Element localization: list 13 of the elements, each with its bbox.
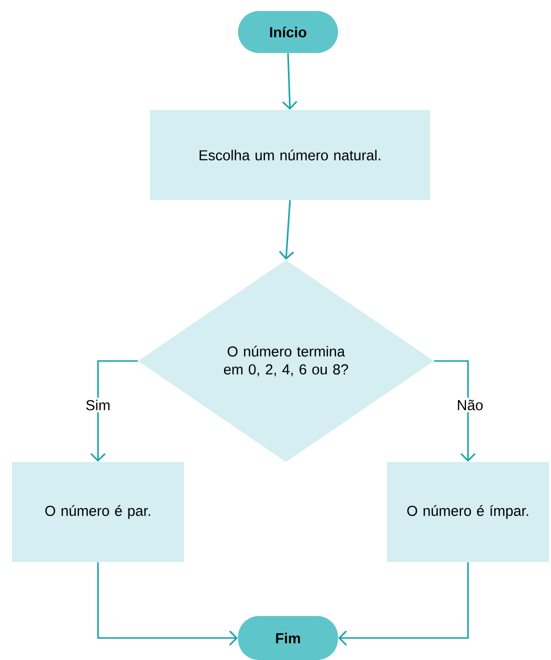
process-box: O número é par.: [12, 462, 184, 562]
arrow: [278, 200, 294, 260]
arrow: [97, 562, 238, 646]
arrow: [282, 53, 298, 110]
edge-label: Não: [454, 398, 486, 412]
arrow: [90, 360, 138, 462]
arrow: [434, 360, 476, 462]
terminal-pill: Fim: [238, 616, 338, 660]
process-box: O número é ímpar.: [387, 462, 549, 562]
edge-label: Sim: [84, 398, 112, 412]
process-box: Escolha um número natural.: [150, 110, 430, 200]
arrow: [338, 562, 469, 646]
terminal-pill: Início: [238, 11, 338, 53]
